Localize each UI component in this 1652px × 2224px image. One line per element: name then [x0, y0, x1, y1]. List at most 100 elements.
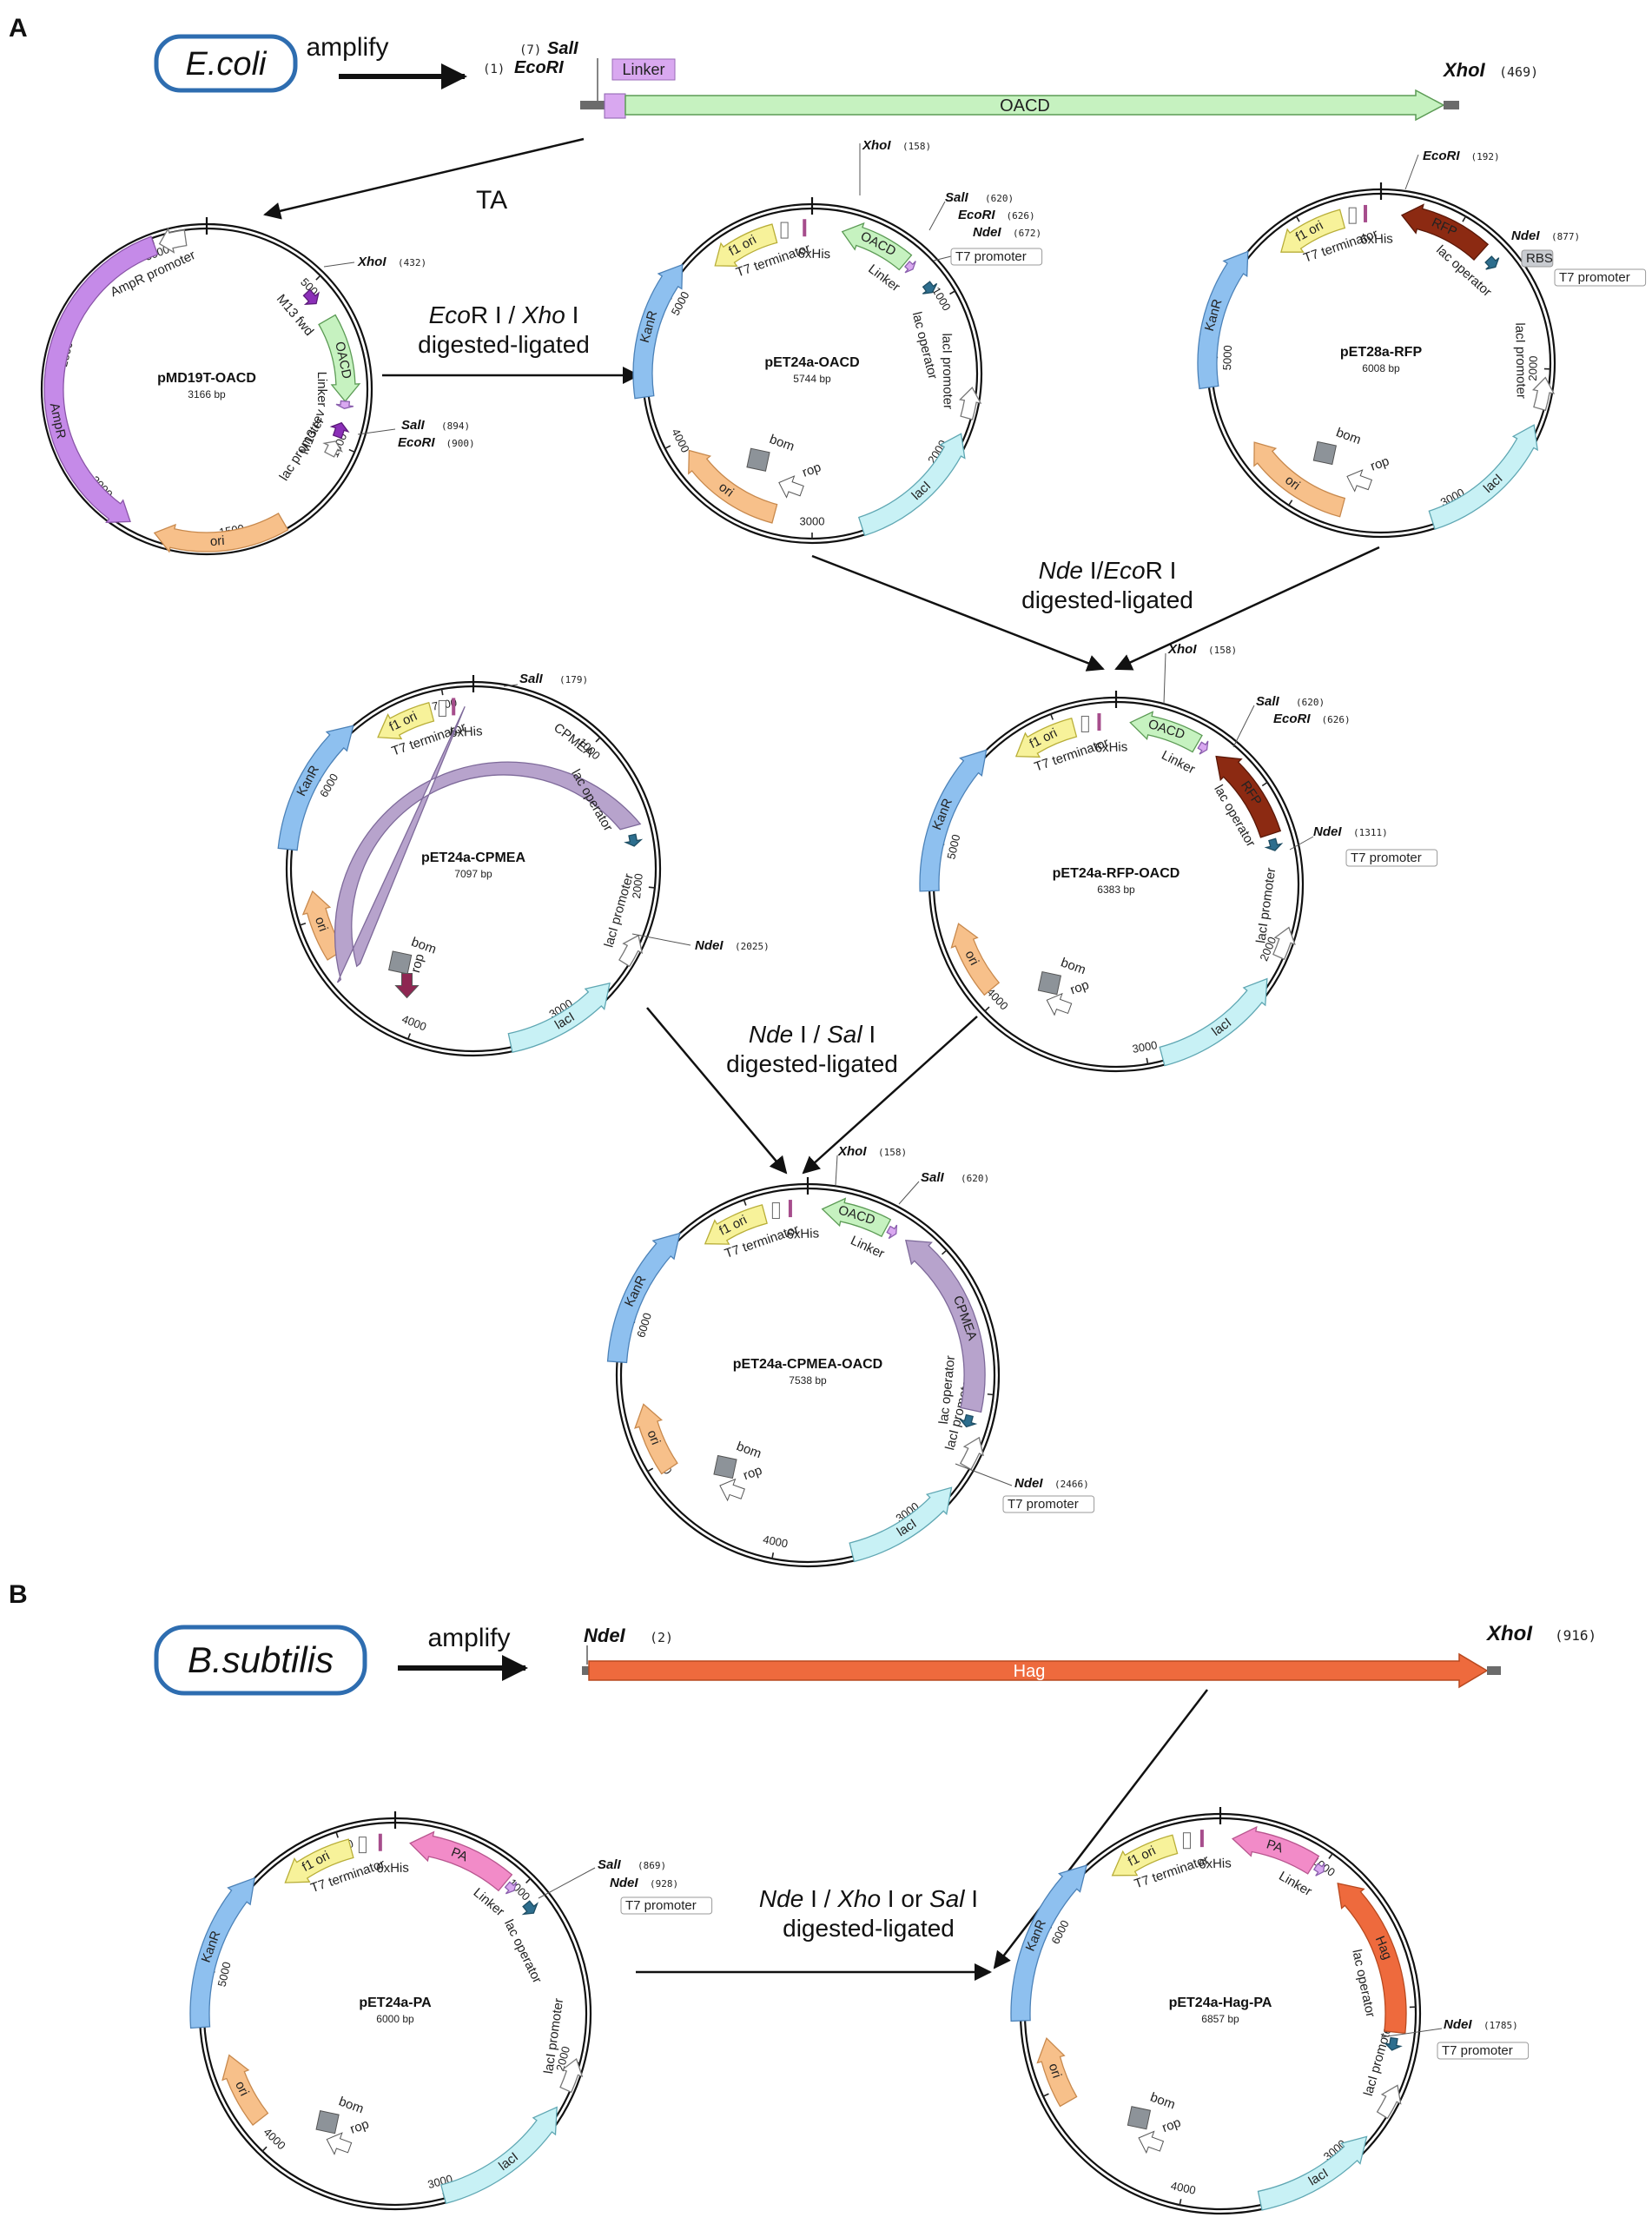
pcpmeaoacd-tick	[743, 1198, 747, 1206]
pcpmea-6xhis-mark	[452, 698, 456, 716]
linker-label-box	[611, 58, 676, 81]
phagpa-hag-arrow	[1337, 1883, 1407, 2035]
ecori-xhoi-label: EcoR I / Xho I	[429, 301, 579, 328]
oacd-gene-label: OACD	[1000, 96, 1050, 116]
p24oacd-t7-leader	[933, 255, 952, 261]
p24oacd-laci-promoter-arrow	[959, 387, 982, 420]
pmd-ecori-site-label: EcoRI	[398, 435, 435, 450]
p28rfp-laci-promoter-label: lacI promoter	[1512, 322, 1529, 399]
pcpmeaoacd-size: 7538 bp	[789, 1374, 827, 1387]
phagpa-pa-arrow	[1231, 1825, 1320, 1875]
prfpoacd-ecori-site-pos: (626)	[1322, 714, 1351, 725]
pcpmeaoacd-cpmea-arrow	[905, 1239, 986, 1413]
pcpmea-sali-site-pos: (179)	[559, 674, 588, 685]
phagpa-tick	[1041, 2093, 1049, 2098]
pmd-sali-site-pos: (894)	[441, 420, 470, 432]
pcpmeaoacd-bom-label: bom	[735, 1439, 763, 1461]
ppa-linker-mark	[504, 1881, 518, 1895]
prfpoacd-tick	[983, 1006, 990, 1013]
pmd-xhoi-site-label: XhoI	[357, 255, 387, 269]
pmd-ori-arrow	[153, 513, 289, 553]
ndei-site-label-b: NdeI	[584, 1625, 626, 1646]
pcpmeaoacd-tick	[942, 1248, 948, 1255]
ppa-pa-label: PA	[449, 1844, 470, 1864]
pcpmea-t7-terminator-mark	[438, 699, 446, 717]
pcpmea-size: 7097 bp	[454, 868, 492, 880]
pcpmea-tick	[648, 886, 656, 889]
prfpoacd-size: 6383 bp	[1097, 884, 1135, 896]
phagpa-ndei-site-pos: (1785)	[1483, 2020, 1518, 2031]
p28rfp-ecori-site-label: EcoRI	[1423, 149, 1460, 163]
xhoi-site-label-b: XhoI	[1485, 1622, 1533, 1645]
pcpmeaoacd-ndei-site-pos: (2466)	[1054, 1479, 1089, 1490]
prfpoacd-ndei-leader	[1289, 836, 1314, 851]
ppa-lac-operator-mark	[521, 1900, 539, 1916]
phagpa-rop-label: rop	[1160, 2115, 1183, 2135]
pcpmeaoacd-t7-terminator-mark	[771, 1202, 780, 1220]
pcpmeaoacd-xhoi-leader	[835, 1155, 838, 1186]
pcpmeaoacd-kanr-arrow	[606, 1232, 681, 1364]
panel-b-label: B	[9, 1580, 28, 1609]
ecoli-label: E.coli	[186, 46, 268, 83]
pcpmea-laci-arrow	[507, 982, 611, 1054]
pcpmea-cpmea-arrow	[334, 705, 642, 983]
p28rfp-rop-label: rop	[1369, 453, 1391, 473]
amplify-label-b: amplify	[427, 1624, 510, 1652]
phagpa-ndei-site-label: NdeI	[1444, 2017, 1472, 2032]
p24oacd-6xhis-label: 6xHis	[797, 247, 830, 262]
p24oacd-bom-label: bom	[768, 432, 796, 454]
p28rfp-6xhis-label: 6xHis	[1360, 231, 1393, 247]
phagpa-laci-promoter-arrow	[1376, 2084, 1402, 2120]
p28rfp-6xhis-mark	[1364, 204, 1368, 222]
arrow-hag-to-haggpa	[993, 1689, 1208, 1969]
pmd-m13fwd-arrow	[302, 288, 320, 305]
pmd-lac-promoter-label: lac promoter	[276, 414, 327, 484]
p28rfp-tick	[1462, 215, 1467, 222]
phagpa-ndei-leader	[1380, 2028, 1443, 2038]
pcpmea-tick-label: 2000	[630, 873, 645, 899]
ppa-ndei-site-pos: (928)	[650, 1878, 678, 1890]
pmd-tick	[315, 274, 322, 281]
p28rfp-laci-arrow	[1428, 424, 1538, 530]
phagpa-f1ori-arrow	[1111, 1834, 1179, 1876]
p24oacd-ecori-site-pos: (626)	[1007, 210, 1035, 222]
pcpmea-sali-leader	[503, 684, 519, 687]
pcpmeaoacd-xhoi-site-pos: (158)	[878, 1147, 907, 1158]
pcpmea-f1ori-arrow	[377, 701, 435, 740]
ppa-linker-label: Linker	[471, 1885, 507, 1919]
p28rfp-rfp-arrow	[1400, 203, 1490, 261]
phagpa-bom-box	[1127, 2106, 1152, 2130]
p24oacd-t7-promoter-box	[950, 248, 1043, 266]
hag-gene-label: Hag	[1014, 1662, 1046, 1681]
pcpmeaoacd-6xhis-mark	[788, 1200, 792, 1218]
ppa-tick	[525, 1877, 532, 1883]
pcpmeaoacd-linker-mark	[886, 1224, 898, 1240]
ppa-6xhis-mark	[378, 1833, 382, 1851]
ppa-bom-box	[315, 2110, 340, 2135]
pmd-ecori-site-pos: (900)	[446, 438, 475, 449]
p24oacd-rop-label: rop	[800, 460, 823, 480]
p28rfp-kanr-arrow	[1197, 250, 1249, 390]
phagpa-lac-operator-mark	[1384, 2036, 1403, 2051]
pmd-sali-site-label: SalI	[401, 418, 426, 433]
phagpa-ori-arrow	[1036, 2036, 1078, 2108]
pcpmeaoacd-f1ori-arrow	[704, 1204, 768, 1245]
linker-label: Linker	[622, 61, 664, 78]
pcpmea-tick	[299, 922, 307, 926]
prfpoacd-xhoi-site-label: XhoI	[1167, 642, 1197, 657]
p28rfp-ndei-site-label: NdeI	[1511, 228, 1540, 243]
ppa-tick	[261, 2146, 268, 2153]
p28rfp-name: pET28a-RFP	[1340, 345, 1423, 360]
prfpoacd-sali-leader	[1232, 705, 1255, 748]
p24oacd-sali-site-pos: (620)	[985, 193, 1014, 204]
pcpmea-laci-promoter-label: lacI promoter	[601, 872, 636, 950]
p28rfp-tick	[1295, 215, 1300, 222]
pmd-linker-label: Linker	[314, 372, 329, 407]
panel-a-label: A	[9, 14, 28, 43]
phagpa-rop-arrow	[1138, 2130, 1165, 2154]
p24oacd-sali-site-label: SalI	[945, 190, 969, 205]
p28rfp-ndei-site-pos: (877)	[1551, 231, 1580, 242]
